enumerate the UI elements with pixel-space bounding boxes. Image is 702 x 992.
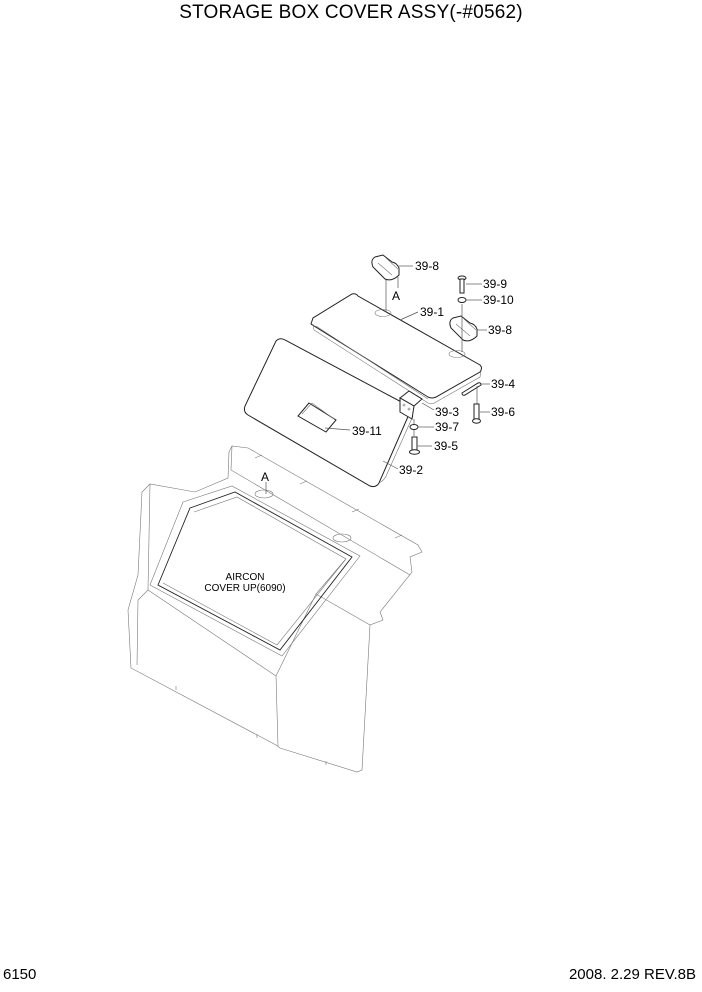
part-label-39-2[interactable]: 39-2: [399, 463, 423, 477]
part-label-39-8-right[interactable]: 39-8: [488, 323, 512, 337]
screw-39-9: [457, 275, 467, 294]
hinge-39-8-right: [449, 304, 478, 352]
page-title: STORAGE BOX COVER ASSY(-#0562): [179, 2, 523, 23]
screw-39-5: [409, 436, 420, 455]
screw-39-6: [472, 403, 481, 424]
aircon-note-line1: AIRCON: [226, 572, 265, 583]
part-label-39-8[interactable]: 39-8: [415, 259, 439, 273]
page-number: 6150: [3, 966, 37, 983]
part-label-39-1[interactable]: 39-1: [420, 305, 444, 319]
part-label-39-4[interactable]: 39-4: [491, 377, 515, 391]
ref-mark-a-lower: A: [261, 470, 269, 484]
hinge-39-8-top: [371, 254, 400, 312]
part-label-39-7[interactable]: 39-7: [435, 420, 459, 434]
front-cover-39-2: [243, 338, 414, 488]
revision-date: 2008. 2.29 REV.8B: [568, 966, 696, 983]
console-housing: [127, 445, 423, 773]
washer-39-10: [457, 297, 467, 303]
part-label-39-5[interactable]: 39-5: [434, 439, 458, 453]
upper-lid-39-1: [310, 293, 482, 405]
part-label-39-6[interactable]: 39-6: [491, 405, 515, 419]
aircon-note-line2: COVER UP(6090): [204, 583, 285, 594]
part-label-39-10[interactable]: 39-10: [483, 293, 514, 307]
part-label-39-11[interactable]: 39-11: [352, 424, 382, 438]
pin-39-4: [461, 382, 482, 396]
ref-mark-a-upper: A: [392, 289, 400, 303]
washer-39-7: [409, 424, 419, 430]
part-label-39-9[interactable]: 39-9: [483, 277, 507, 291]
part-label-39-3[interactable]: 39-3: [435, 405, 459, 419]
